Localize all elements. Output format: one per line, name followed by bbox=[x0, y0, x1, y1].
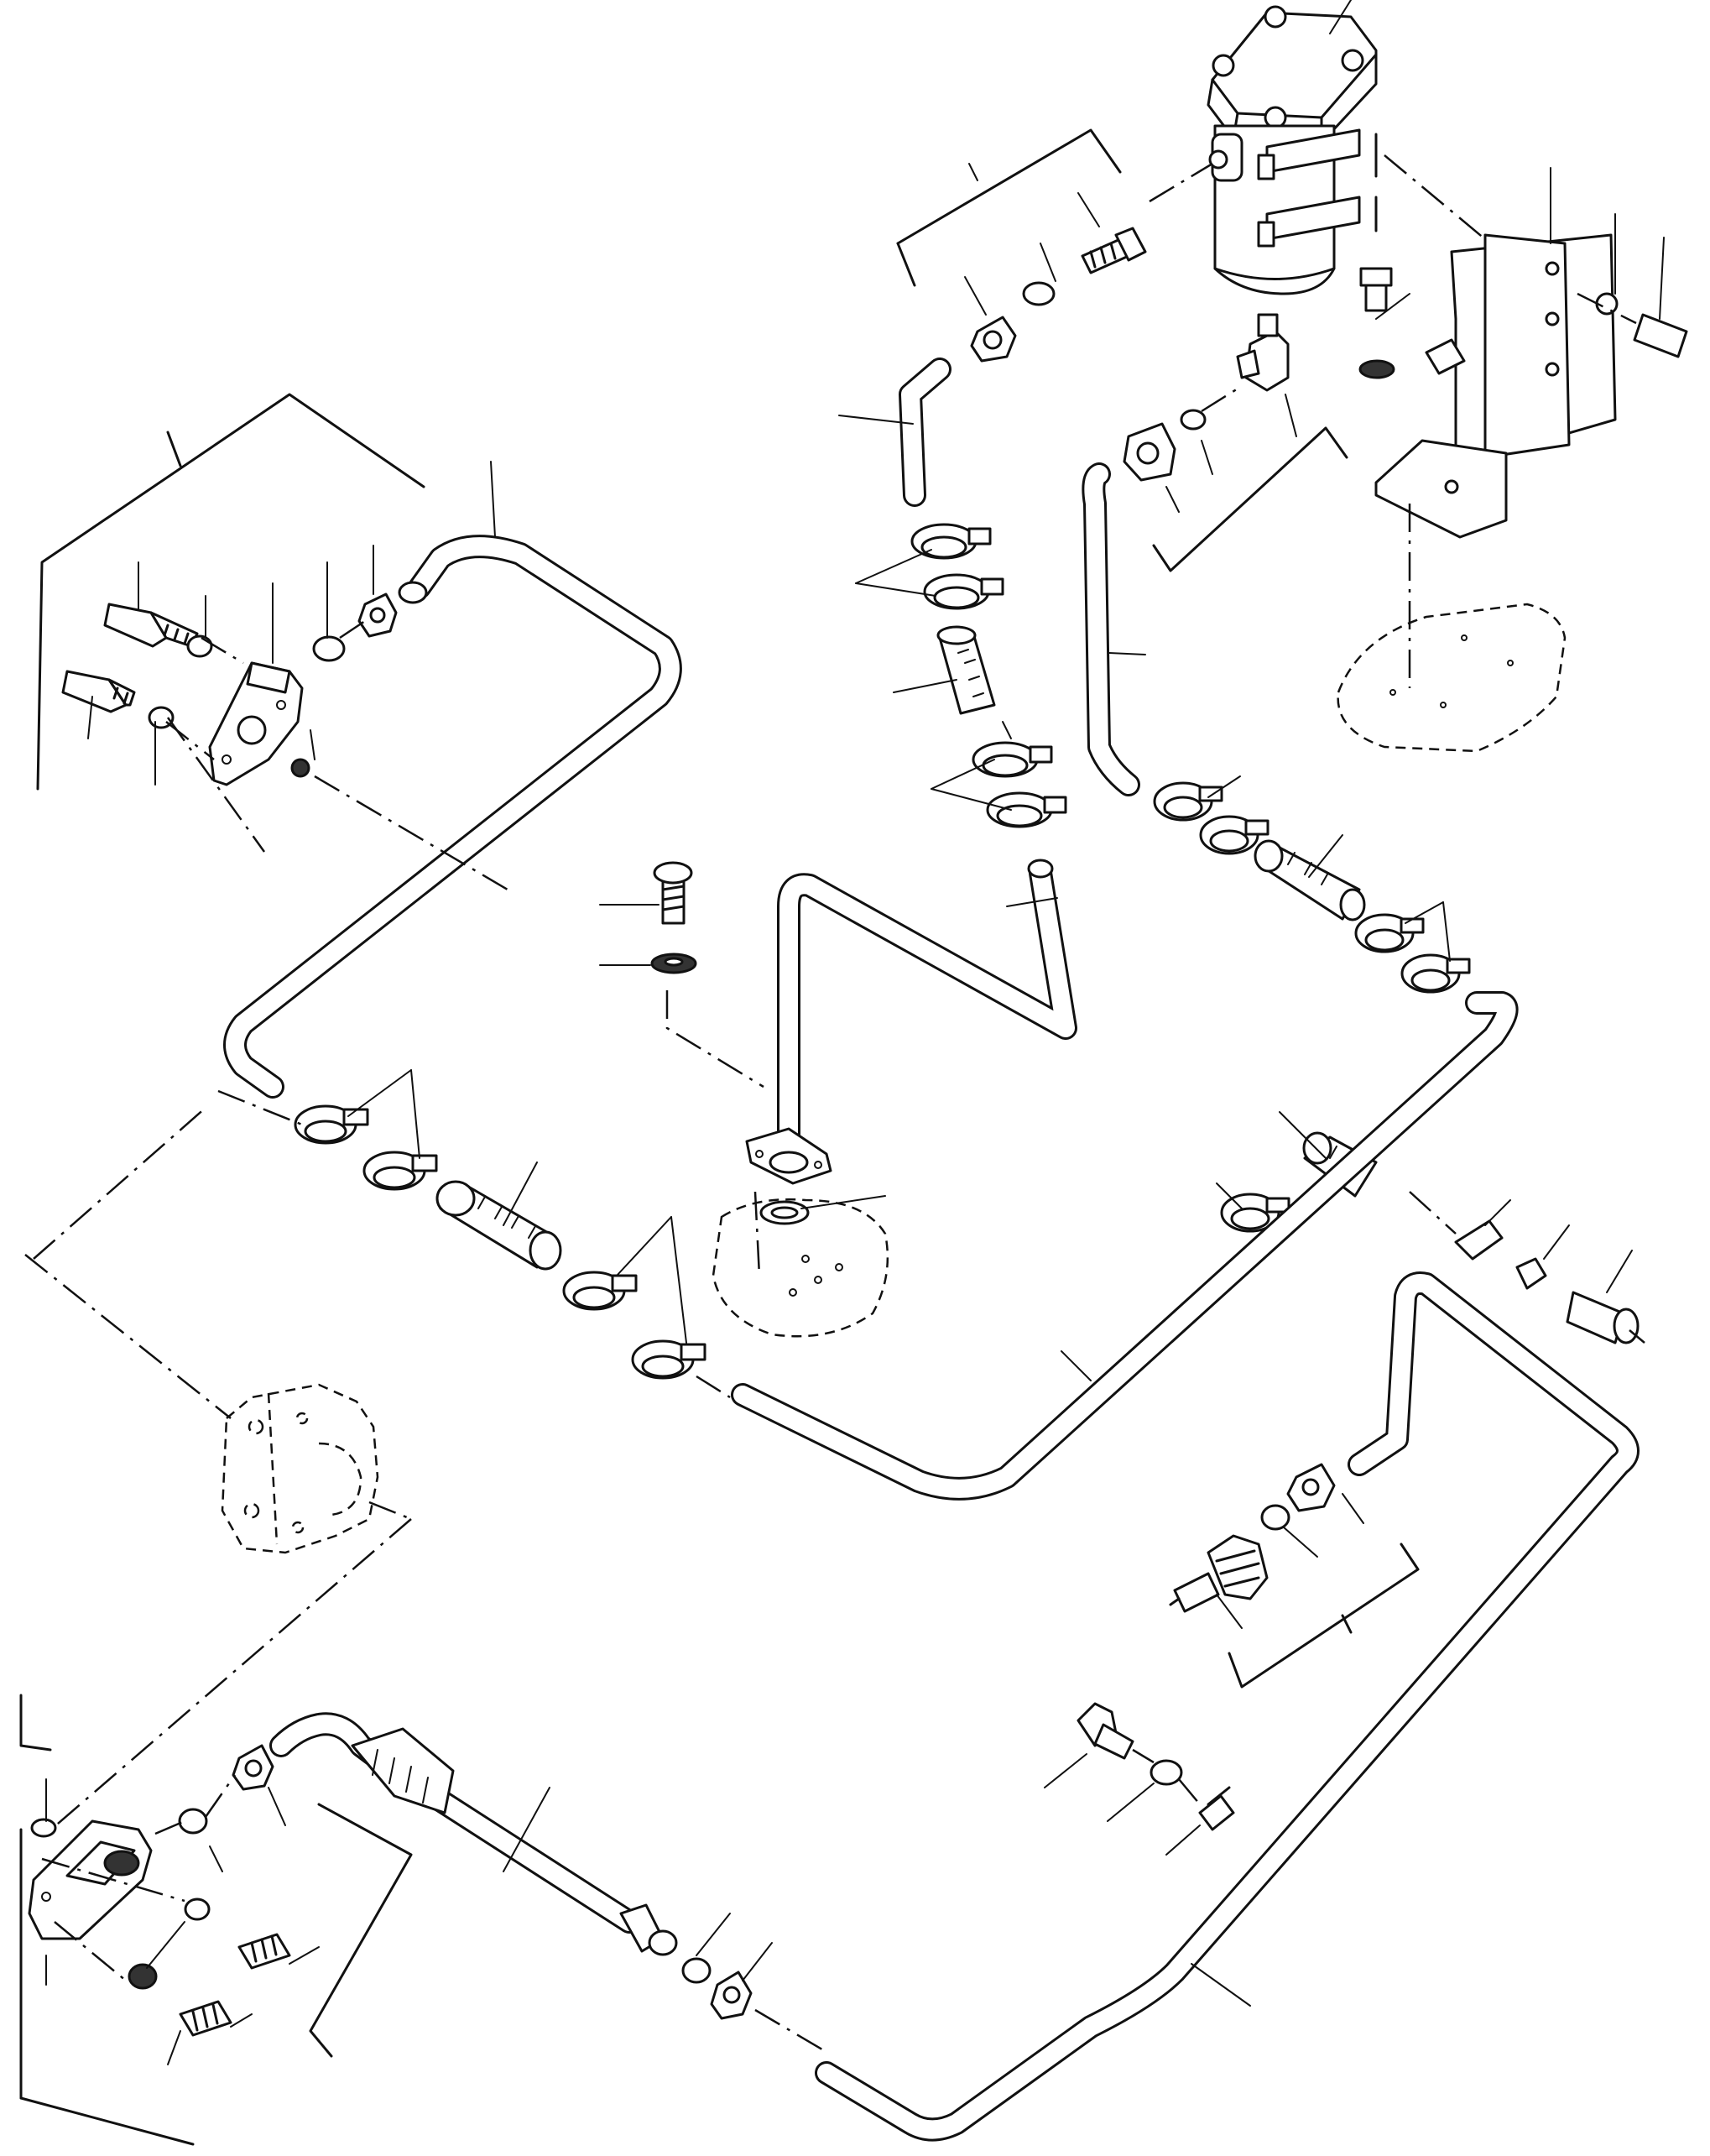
upper-left-fitting-group bbox=[36, 393, 508, 891]
center-pipe-with-flange bbox=[599, 859, 1077, 1338]
mounting-bracket bbox=[1337, 154, 1688, 753]
hose-clamp bbox=[910, 523, 992, 560]
lower-left-flange-group bbox=[19, 1694, 413, 2146]
filter-housing-assembly bbox=[1207, 0, 1378, 392]
left-hose-with-clamps bbox=[217, 1069, 731, 1399]
hose-clamp bbox=[972, 741, 1053, 778]
lower-clamp-bolt-group bbox=[1044, 1702, 1235, 1856]
upper-left-pipe bbox=[223, 461, 682, 1099]
center-hose-with-clamps bbox=[838, 358, 1067, 828]
lower-right-pipe bbox=[815, 1271, 1640, 2142]
right-hose-assembly bbox=[1082, 462, 1471, 1233]
hose-clamp bbox=[923, 573, 1004, 610]
hose-segment bbox=[936, 625, 996, 715]
clip-bolt-group bbox=[1409, 1191, 1645, 1344]
lower-nipple-group bbox=[1169, 1463, 1420, 1689]
center-long-pipe bbox=[731, 991, 1519, 1501]
hose-clamp bbox=[986, 791, 1067, 828]
pump-reference bbox=[24, 1107, 412, 1835]
upper-nipple-group bbox=[896, 128, 1348, 572]
lower-braided-hose bbox=[269, 1712, 827, 2054]
